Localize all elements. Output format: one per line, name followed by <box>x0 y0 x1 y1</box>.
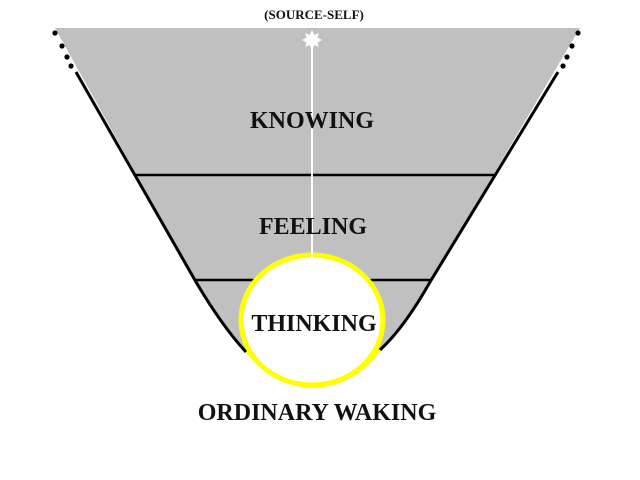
starburst-icon <box>302 30 322 50</box>
funnel-body <box>55 28 580 350</box>
ordinary-waking-label: ORDINARY WAKING <box>198 400 437 426</box>
level-label-feeling: FEELING <box>259 214 367 240</box>
source-self-label: (SOURCE-SELF) <box>264 7 364 22</box>
level-label-knowing: KNOWING <box>250 108 374 134</box>
funnel-rim-dots <box>52 30 581 69</box>
funnel-right-edge <box>378 71 560 352</box>
level-label-thinking: THINKING <box>251 311 377 337</box>
funnel-left-edge <box>74 71 248 354</box>
